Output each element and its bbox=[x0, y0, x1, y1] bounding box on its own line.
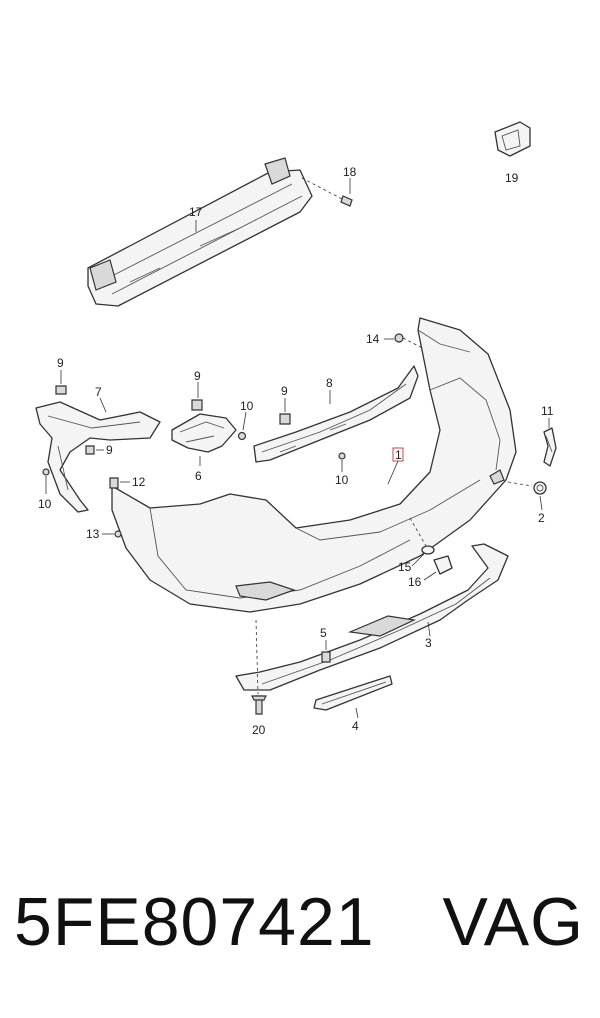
part-8-guide-rail bbox=[253, 365, 419, 463]
part-13-clip bbox=[114, 530, 122, 538]
part-9-clip-center bbox=[191, 399, 203, 411]
part-19-clip bbox=[494, 121, 531, 157]
callout-15: 15 bbox=[398, 560, 412, 574]
part-18-bolt bbox=[340, 195, 353, 207]
callout-10-b: 10 bbox=[240, 399, 254, 413]
callout-14: 14 bbox=[366, 332, 380, 346]
part-number-label: 5FE807421 bbox=[14, 884, 375, 960]
callout-18: 18 bbox=[343, 165, 357, 179]
part-9-clip-right bbox=[279, 413, 291, 425]
part-1-bumper-cover bbox=[111, 317, 517, 613]
callout-16: 16 bbox=[408, 575, 422, 589]
callout-3: 3 bbox=[425, 636, 432, 650]
part-14-bolt bbox=[394, 333, 404, 343]
part-9-clip-left-mid bbox=[85, 445, 95, 455]
part-15-grommet bbox=[421, 545, 435, 555]
part-10-screw-center bbox=[237, 431, 247, 441]
part-4-trim-strip bbox=[313, 675, 393, 711]
callout-12: 12 bbox=[132, 475, 146, 489]
callout-13: 13 bbox=[86, 527, 100, 541]
part-5-clip bbox=[321, 651, 331, 663]
part-16-mount bbox=[433, 555, 453, 575]
part-12-clip bbox=[109, 477, 119, 489]
part-17-impact-bar bbox=[87, 157, 313, 307]
callout-9-c: 9 bbox=[194, 369, 201, 383]
callout-2: 2 bbox=[538, 511, 545, 525]
part-20-push-clip bbox=[251, 695, 267, 715]
callout-7: 7 bbox=[95, 385, 102, 399]
callout-8: 8 bbox=[326, 376, 333, 390]
callout-6: 6 bbox=[195, 469, 202, 483]
callout-19: 19 bbox=[505, 171, 519, 185]
part-3-diffuser bbox=[235, 543, 509, 691]
callout-9-b: 9 bbox=[106, 443, 113, 457]
callout-9-a: 9 bbox=[57, 356, 64, 370]
part-6-guide-bracket bbox=[171, 413, 237, 453]
callout-10-c: 10 bbox=[335, 473, 349, 487]
callout-11: 11 bbox=[541, 404, 554, 418]
part-10-screw-left bbox=[42, 468, 50, 476]
callout-1: 1 bbox=[395, 448, 402, 462]
brand-label: VAG bbox=[442, 884, 584, 960]
part-2-grommet bbox=[533, 481, 547, 495]
parts-diagram: 19 17 18 14 1 2 bbox=[35, 121, 557, 737]
part-11-sensor-harness bbox=[543, 427, 557, 467]
callout-17: 17 bbox=[189, 205, 203, 219]
callout-4: 4 bbox=[352, 719, 359, 733]
callout-10-a: 10 bbox=[38, 497, 52, 511]
callout-20: 20 bbox=[252, 723, 266, 737]
part-7-side-bracket bbox=[35, 401, 161, 513]
callout-5: 5 bbox=[320, 626, 327, 640]
callout-9-d: 9 bbox=[281, 384, 288, 398]
part-9-clip-left bbox=[55, 385, 67, 395]
part-10-screw-right bbox=[338, 452, 346, 460]
